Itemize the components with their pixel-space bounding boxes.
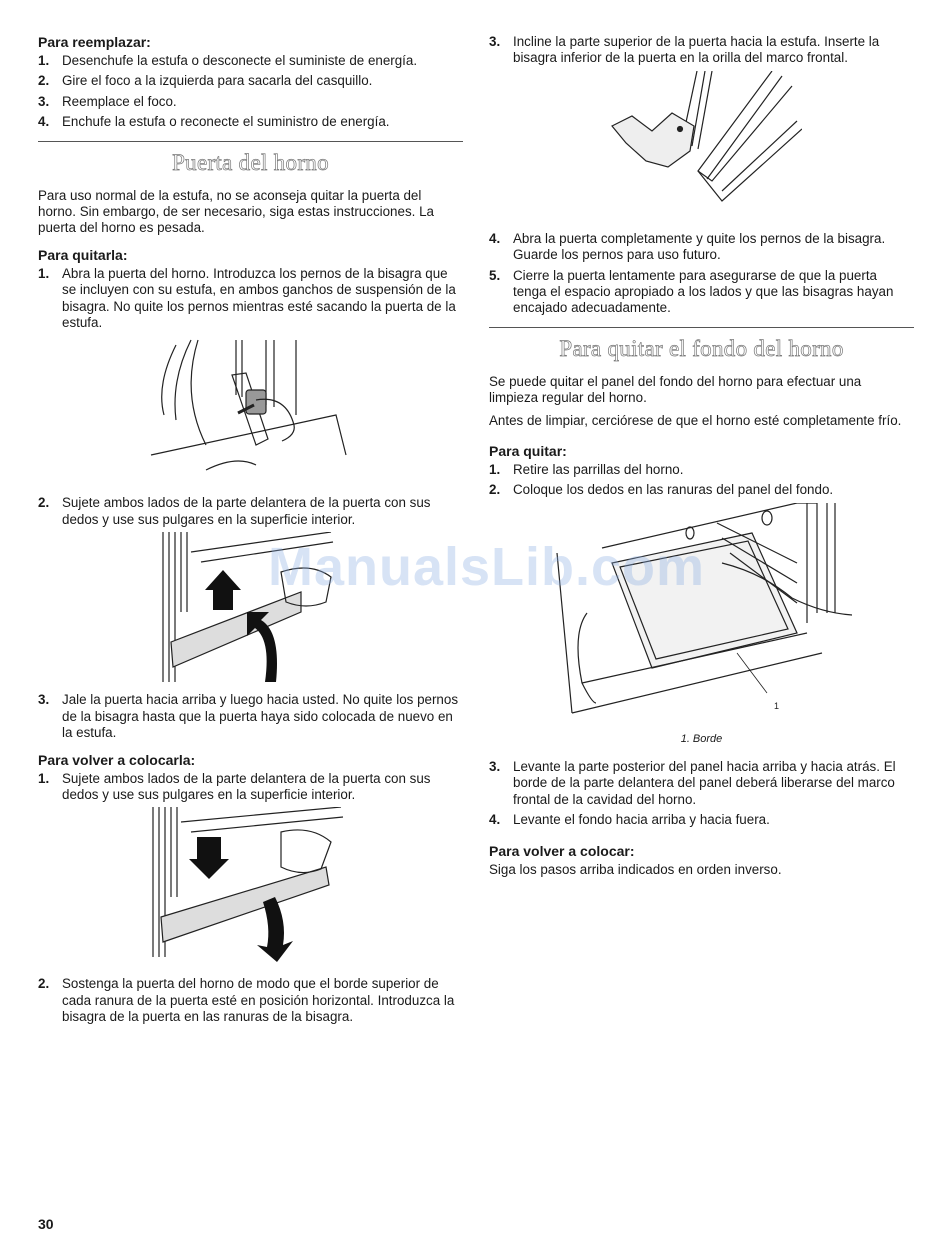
list-item: 1. Abra la puerta del horno. Introduzca l… (38, 266, 463, 332)
right-column: 3. Incline la parte superior de la puerta… (489, 34, 914, 884)
step-text: Desenchufe la estufa o desconecte el sum… (62, 53, 418, 68)
step-number: 4. (489, 230, 501, 246)
quitarla-steps-a: 1. Abra la puerta del horno. Introduzca l… (38, 266, 463, 332)
step-number: 1. (38, 770, 50, 786)
quitarla-steps-c: 3. Jale la puerta hacia arriba y luego ha… (38, 692, 463, 741)
fondo-paragraph-2: Antes de limpiar, cerciórese de que el h… (489, 412, 902, 428)
list-item: 3. Reemplace el foco. (38, 94, 463, 110)
list-item: 5. Cierre la puerta lentamente para asegu… (489, 268, 914, 317)
step-text: Sostenga la puerta del horno de modo que… (62, 976, 455, 1025)
lower-door-illustration (151, 807, 343, 963)
list-item: 2. Sostenga la puerta del horno de modo q… (38, 976, 463, 1025)
figure-caption: 1. Borde (680, 732, 723, 745)
step-number: 3. (489, 758, 501, 774)
step-number: 1. (38, 53, 50, 68)
list-item: 3. Jale la puerta hacia arriba y luego ha… (38, 692, 463, 741)
step-text: Abra la puerta del horno. Introduzca los… (62, 265, 456, 331)
quitar-heading: Para quitar: (489, 443, 567, 460)
colocarla-steps-c: 3. Incline la parte superior de la puerta… (489, 34, 914, 67)
step-text: Coloque los dedos en las ranuras del pan… (513, 482, 834, 498)
step-text: Retire las parrillas del horno. (513, 462, 684, 478)
step-text: Gire el foco a la izquierda para sacarla… (62, 73, 373, 89)
list-item: 3. Levante la parte posterior del panel h… (489, 759, 914, 808)
step-number: 3. (38, 93, 50, 109)
list-item: 4. Levante el fondo hacia arriba y hacia … (489, 812, 914, 828)
list-item: 1. Retire las parrillas del horno. (489, 462, 914, 478)
puerta-section-title: Puerta del horno (172, 149, 329, 175)
step-number: 1. (38, 265, 50, 281)
step-number: 5. (489, 267, 501, 283)
step-number: 3. (38, 692, 50, 708)
page-number: 30 (38, 1216, 54, 1232)
colocar-text: Siga los pasos arriba indicados en orden… (489, 861, 782, 877)
oven-bottom-illustration: 1 (555, 502, 852, 714)
list-item: 1. Sujete ambos lados de la parte delante… (38, 771, 463, 804)
colocarla-steps-d: 4. Abra la puerta completamente y quite l… (489, 231, 914, 317)
step-number: 4. (489, 812, 501, 828)
step-number: 2. (38, 73, 50, 89)
list-item: 2. Gire el foco a la izquierda para sacar… (38, 73, 463, 89)
hinge-pin-illustration (150, 340, 347, 472)
list-item: 1. Desenchufe la estufa o desconecte el s… (38, 53, 463, 69)
list-item: 3. Incline la parte superior de la puerta… (489, 34, 914, 67)
quitar-steps-a: 1. Retire las parrillas del horno. 2. Colo… (489, 462, 914, 499)
step-text: Jale la puerta hacia arriba y luego haci… (62, 692, 459, 741)
step-number: 1. (489, 462, 501, 478)
list-item: 2. Coloque los dedos en las ranuras del p… (489, 482, 914, 498)
step-text: Sujete ambos lados de la parte delantera… (62, 770, 431, 802)
step-number: 2. (489, 482, 501, 498)
step-text: Levante el fondo hacia arriba y hacia fu… (513, 812, 770, 828)
step-text: Levante la parte posterior del panel hac… (513, 758, 896, 807)
step-text: Sujete ambos lados de la parte delantera… (62, 495, 431, 527)
step-number: 2. (38, 976, 50, 992)
step-text: Reemplace el foco. (62, 93, 177, 109)
fondo-paragraph-1: Se puede quitar el panel del fondo del h… (489, 373, 862, 406)
list-item: 4. Enchufe la estufa o reconecte el sumin… (38, 114, 463, 130)
reemplazar-steps: 1. Desenchufe la estufa o desconecte el s… (38, 53, 463, 131)
puerta-intro: Para uso normal de la estufa, no se acon… (38, 187, 434, 236)
reemplazar-heading: Para reemplazar: (38, 34, 151, 50)
fondo-section-title: Para quitar el fondo del horno (559, 335, 844, 361)
list-item: 4. Abra la puerta completamente y quite l… (489, 231, 914, 264)
callout-number: 1 (774, 701, 779, 711)
step-text: Enchufe la estufa o reconecte el suminis… (62, 114, 390, 130)
step-text: Cierre la puerta lentamente para asegura… (513, 267, 894, 316)
step-number: 2. (38, 495, 50, 511)
colocar-heading: Para volver a colocar: (489, 842, 635, 859)
colocarla-steps-a: 1. Sujete ambos lados de la parte delante… (38, 771, 463, 804)
lift-door-illustration (161, 532, 333, 683)
quitar-steps-b: 3. Levante la parte posterior del panel h… (489, 759, 914, 829)
step-text: Abra la puerta completamente y quite los… (513, 230, 886, 263)
list-item: 2. Sujete ambos lados de la parte delante… (38, 495, 463, 528)
section-divider (489, 326, 914, 328)
quitarla-steps-b: 2. Sujete ambos lados de la parte delante… (38, 495, 463, 528)
colocarla-heading: Para volver a colocarla: (38, 751, 196, 768)
step-number: 4. (38, 114, 50, 130)
colocarla-steps-b: 2. Sostenga la puerta del horno de modo q… (38, 976, 463, 1025)
lower-hinge-illustration (610, 70, 802, 202)
quitarla-heading: Para quitarla: (38, 246, 128, 263)
step-text: Incline la parte superior de la puerta h… (513, 34, 880, 66)
section-divider (38, 140, 463, 142)
left-column: Para reemplazar: 1. Desenchufe la estufa … (38, 34, 463, 1030)
step-number: 3. (489, 34, 501, 49)
